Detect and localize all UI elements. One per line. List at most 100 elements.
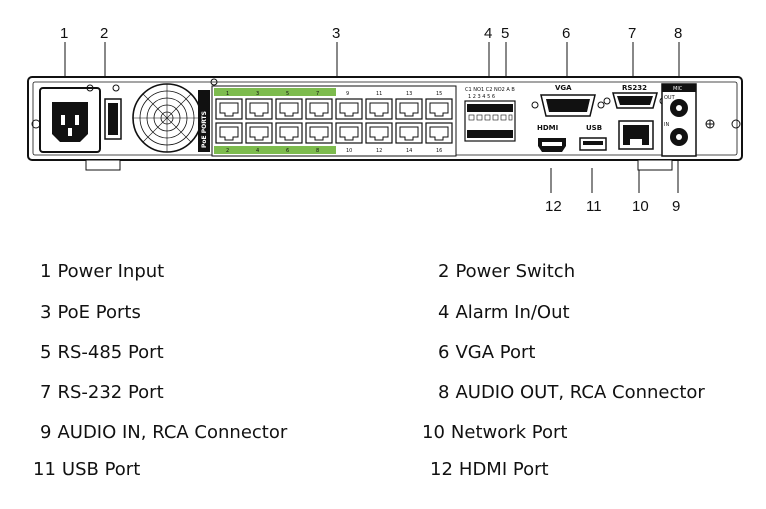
- port-number-top: 7: [316, 91, 319, 97]
- poe-port: [275, 98, 303, 120]
- poe-port: [365, 98, 393, 120]
- legend-number: 11: [33, 459, 56, 480]
- usb-port: USB: [579, 124, 607, 151]
- poe-port: [215, 98, 243, 120]
- vga-label: VGA: [555, 84, 572, 92]
- alarm-header-label: C1 NO1 C2 NO2 A B: [465, 87, 515, 93]
- legend-number: 6: [438, 342, 450, 363]
- legend-label: HDMI Port: [458, 459, 549, 480]
- hdmi-port: HDMI: [537, 124, 566, 152]
- alarm-number-label: 1 2 3 4 5 6: [468, 94, 495, 100]
- port-number-top: 15: [436, 91, 442, 97]
- poe-port: [275, 122, 303, 144]
- poe-ports-label: PoE PORTS: [201, 111, 208, 148]
- port-number-bottom: 12: [376, 148, 382, 154]
- poe-port: [395, 122, 423, 144]
- port-number-top: 1: [226, 91, 229, 97]
- callout-2: 2: [100, 25, 108, 42]
- legend-number: 4: [438, 302, 450, 323]
- audio-rca-block: MIC OUT IN: [661, 83, 715, 157]
- callout-6: 6: [562, 25, 570, 42]
- legend-label: AUDIO OUT, RCA Connector: [455, 382, 705, 403]
- alarm-rs485-terminal: C1 NO1 C2 NO2 A B 1 2 3 4 5 6: [464, 87, 516, 142]
- callout-4: 4: [484, 25, 492, 42]
- port-number-top: 3: [256, 91, 259, 97]
- callout-12: 12: [545, 198, 562, 215]
- port-number-bottom: 14: [406, 148, 412, 154]
- callout-9: 9: [672, 198, 680, 215]
- audio-out-label: OUT: [664, 95, 676, 101]
- rear-panel-diagram: 1 2 3 4 5 6 7 8 12 11 10 9: [27, 25, 743, 215]
- legend-number: 10: [422, 422, 445, 443]
- legend-number: 12: [430, 459, 453, 480]
- legend-label: Power Input: [57, 261, 165, 282]
- callout-7: 7: [628, 25, 636, 42]
- port-number-bottom: 6: [286, 148, 289, 154]
- legend-number: 7: [40, 382, 52, 403]
- power-input-socket: [39, 87, 101, 153]
- legend-label: Power Switch: [455, 261, 576, 282]
- power-switch: [86, 84, 122, 140]
- network-port: [618, 120, 654, 150]
- port-number-top: 5: [286, 91, 289, 97]
- legend-label: Alarm In/Out: [455, 302, 570, 323]
- hdmi-label: HDMI: [537, 124, 558, 132]
- port-number-top: 11: [376, 91, 382, 97]
- poe-port: [425, 122, 453, 144]
- port-number-bottom: 16: [436, 148, 442, 154]
- callout-10: 10: [632, 198, 649, 215]
- usb-label: USB: [586, 124, 602, 132]
- audio-in-label: IN: [664, 122, 669, 128]
- legend-label: RS-232 Port: [57, 382, 164, 403]
- poe-port: [245, 122, 273, 144]
- poe-port: [335, 98, 363, 120]
- poe-port: [245, 98, 273, 120]
- legend-number: 9: [40, 422, 52, 443]
- legend-number: 5: [40, 342, 52, 363]
- poe-port: [305, 122, 333, 144]
- poe-port: [395, 98, 423, 120]
- port-number-bottom: 4: [256, 148, 259, 154]
- callout-3: 3: [332, 25, 340, 42]
- callout-11: 11: [586, 198, 602, 215]
- legend-number: 3: [40, 302, 52, 323]
- callout-5: 5: [501, 25, 509, 42]
- legend-label: VGA Port: [455, 342, 536, 363]
- legend-label: AUDIO IN, RCA Connector: [57, 422, 288, 443]
- poe-port: [305, 98, 333, 120]
- legend-number: 8: [438, 382, 450, 403]
- legend-number: 2: [438, 261, 450, 282]
- port-number-bottom: 2: [226, 148, 229, 154]
- rs232-label: RS232: [622, 84, 647, 92]
- poe-port: [425, 98, 453, 120]
- callout-8: 8: [674, 25, 682, 42]
- legend-label: Network Port: [450, 422, 568, 443]
- poe-port: [335, 122, 363, 144]
- legend-label: USB Port: [61, 459, 141, 480]
- mic-label: MIC: [673, 86, 683, 92]
- port-number-bottom: 8: [316, 148, 319, 154]
- poe-port: [215, 122, 243, 144]
- legend-number: 1: [40, 261, 52, 282]
- callout-1: 1: [60, 25, 68, 42]
- vga-port: VGA: [531, 84, 605, 117]
- fan-grille: [132, 83, 202, 153]
- port-number-top: 13: [406, 91, 412, 97]
- port-number-bottom: 10: [346, 148, 352, 154]
- port-number-top: 9: [346, 91, 349, 97]
- poe-port: [365, 122, 393, 144]
- legend-label: PoE Ports: [57, 302, 141, 323]
